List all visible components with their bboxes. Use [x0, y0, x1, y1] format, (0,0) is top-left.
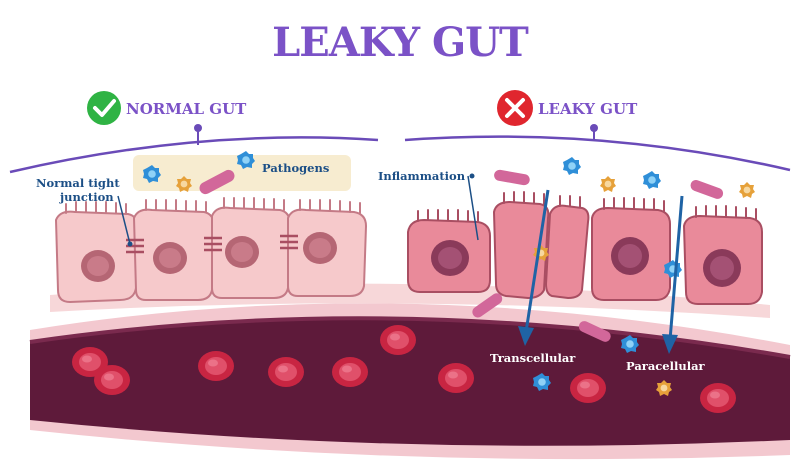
leaky-lumen-line: [404, 135, 791, 172]
normal-cell: [287, 208, 368, 297]
red-blood-cell: [268, 357, 304, 387]
blood-vessel-lumen: [30, 318, 790, 446]
bacterium: [494, 169, 530, 186]
page-title: LEAKY GUT: [272, 19, 529, 66]
normal-gut-heading: NORMAL GUT: [126, 100, 247, 118]
normal-cell: [132, 208, 216, 301]
red-blood-cell: [438, 363, 474, 393]
bacterium: [199, 169, 235, 195]
red-blood-cell: [94, 365, 130, 395]
inflamed-cell: [682, 214, 763, 305]
transcellular-label: Transcellular: [490, 351, 576, 365]
red-blood-cell: [570, 373, 606, 403]
bacterium: [472, 293, 503, 318]
paracellular-arrow: [662, 195, 684, 354]
transcellular-arrow: [518, 189, 550, 346]
tight-junction: [126, 234, 298, 254]
red-blood-cell: [198, 351, 234, 381]
leaky-cells: [407, 191, 763, 305]
leaky-status-badge: [497, 90, 533, 126]
leaky-gut-heading: LEAKY GUT: [538, 100, 638, 118]
normal-cells: [54, 197, 368, 304]
red-blood-cell: [332, 357, 368, 387]
tight-junction-label-line2: junction: [59, 190, 114, 204]
check-icon: [87, 91, 121, 125]
bacterium: [578, 321, 611, 342]
inflamed-cell: [591, 206, 671, 301]
paracellular-label: Paracellular: [626, 359, 706, 373]
inflamed-cell: [544, 204, 590, 300]
normal-cell: [211, 206, 292, 299]
bacterium: [690, 180, 724, 199]
tight-junction-label: Normal tight: [36, 176, 120, 190]
pathogens-label: Pathogens: [262, 161, 329, 175]
inflamed-cell: [407, 218, 491, 293]
red-blood-cell: [380, 325, 416, 355]
normal-status-badge: [87, 91, 121, 125]
inflammation-label: Inflammation: [378, 169, 466, 183]
red-blood-cell: [700, 383, 736, 413]
